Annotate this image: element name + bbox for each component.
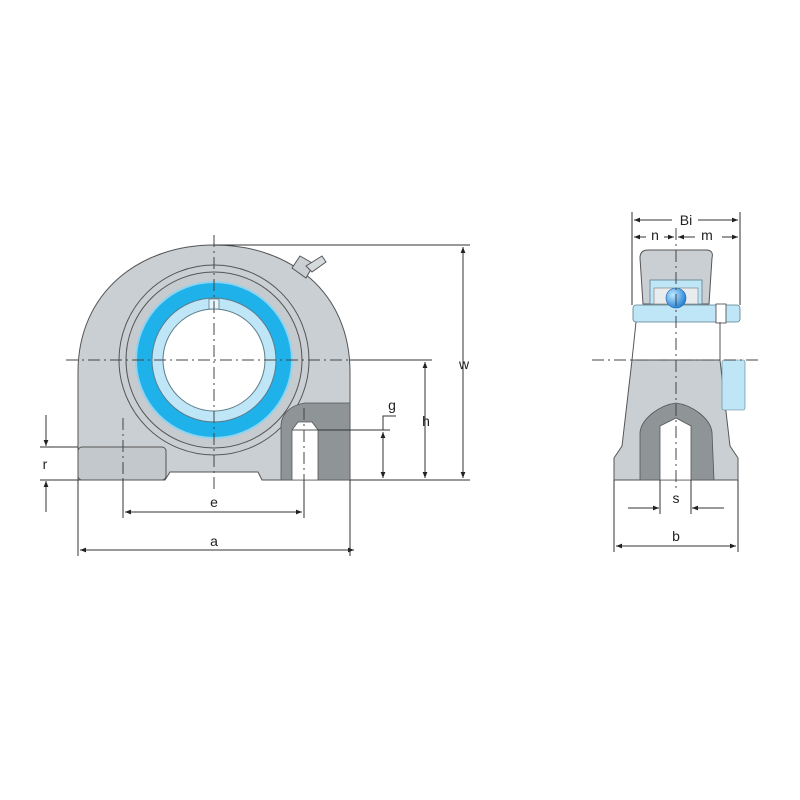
dim-m-label: m — [701, 227, 713, 243]
inner-ring-extension — [721, 359, 746, 411]
set-screw — [715, 303, 727, 324]
dim-b-label: b — [672, 528, 680, 544]
side-view — [592, 228, 762, 492]
dim-s-label: s — [673, 490, 680, 506]
front-view — [66, 235, 360, 492]
housing-foot — [77, 446, 167, 481]
dim-Bi-label: Bi — [680, 212, 692, 228]
dim-g-label: g — [388, 397, 396, 413]
front-dimensions: w h g e a r — [40, 244, 470, 556]
dim-w-label: w — [458, 356, 470, 372]
mounting-hole — [291, 421, 319, 481]
dim-a-label: a — [210, 533, 218, 549]
dim-n-label: n — [651, 227, 659, 243]
dim-e-label: e — [210, 494, 218, 510]
grease-nipple — [291, 255, 327, 279]
dim-h-label: h — [422, 413, 430, 429]
dim-r-label: r — [43, 456, 48, 472]
side-dimensions: Bi n m s b — [613, 212, 741, 552]
inner-ring-section — [632, 304, 741, 323]
